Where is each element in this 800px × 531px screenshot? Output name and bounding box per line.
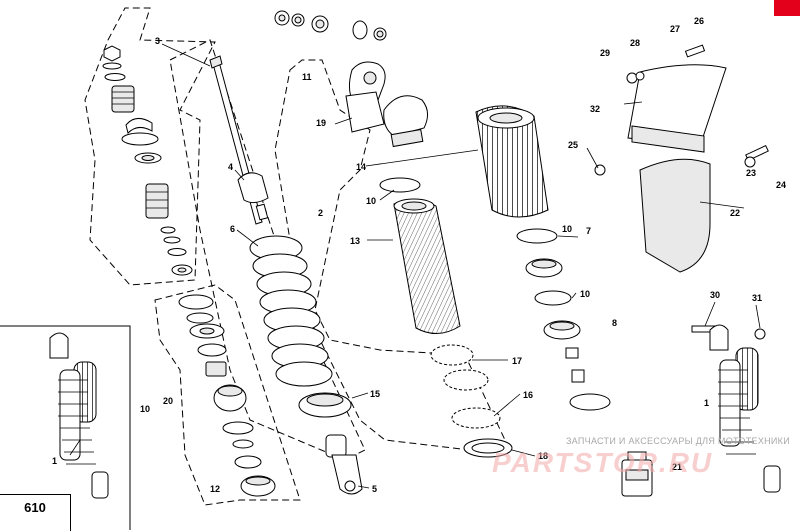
callout-8: 8: [612, 318, 617, 328]
callout-22: 22: [730, 208, 740, 218]
callout-23: 23: [746, 168, 756, 178]
callout-18: 18: [538, 451, 548, 461]
callout-31: 31: [752, 293, 762, 303]
part-17-preload-ring: [430, 344, 489, 391]
callout-21: 21: [672, 462, 682, 472]
part-32-mudguard-bracket: [627, 64, 727, 153]
thumbnail-frame: [0, 325, 131, 530]
callout-32: 32: [590, 104, 600, 114]
part-21-oil-bottle: [621, 451, 653, 497]
callout-10-left: 10: [140, 404, 150, 414]
part-7-seal-group: [516, 228, 563, 278]
part-8-valve-group: [534, 290, 611, 411]
callout-30: 30: [710, 290, 720, 300]
callout-19: 19: [316, 118, 326, 128]
callout-15: 15: [370, 389, 380, 399]
leader-lines: [69, 43, 761, 489]
callout-26: 26: [694, 16, 704, 26]
callout-2: 2: [318, 208, 323, 218]
callout-7: 7: [586, 226, 591, 236]
callout-16: 16: [523, 390, 533, 400]
brand-corner-mark: [774, 0, 800, 16]
callout-20: 20: [163, 396, 173, 406]
part-22-mud-flap: [639, 158, 711, 273]
callout-1-left: 1: [52, 456, 57, 466]
part-14-finned-reservoir: [475, 105, 549, 218]
part-6-coil-spring: [249, 235, 333, 387]
part-3-valve-stack: [102, 45, 193, 276]
part-4-shock-rod: [209, 55, 269, 225]
callout-1-right: 1: [704, 398, 709, 408]
callout-10-right-a: 10: [562, 224, 572, 234]
page-number-box: [0, 494, 71, 531]
callout-29: 29: [600, 48, 610, 58]
callout-6: 6: [230, 224, 235, 234]
callouts: 3 4 6 2 11 19 14 10 13 15 5 17 16 18 10 …: [52, 16, 786, 494]
part-13-damper-body: [379, 177, 461, 334]
callout-25: 25: [568, 140, 578, 150]
part-16-lock-ring: [451, 407, 501, 429]
assembly-outline-left: [84, 7, 301, 506]
callout-17: 17: [512, 356, 522, 366]
part-15-spring-seat: [298, 392, 352, 418]
callout-10-upper: 10: [366, 196, 376, 206]
callout-14: 14: [356, 162, 366, 172]
watermark-caption: ЗАПЧАСТИ И АКСЕССУАРЫ ДЛЯ МОТОТЕХНИКИ: [565, 436, 790, 446]
watermark-logo: PARTSTOR.RU: [492, 447, 713, 478]
part-12-seal-stack: [178, 294, 276, 497]
callout-10-right-b: 10: [580, 289, 590, 299]
part-1-assembly-thumb-left: [49, 332, 109, 499]
part-19-reservoir-head: [345, 61, 428, 148]
callout-11: 11: [302, 72, 312, 82]
callout-12: 12: [210, 484, 220, 494]
callout-13: 13: [350, 236, 360, 246]
callout-27: 27: [670, 24, 680, 34]
part-1-assembly-thumb-right: [709, 324, 781, 493]
part-11-bushings: [274, 10, 387, 41]
callout-24: 24: [776, 180, 786, 190]
callout-5: 5: [372, 484, 377, 494]
callout-28: 28: [630, 38, 640, 48]
part-18-washer: [463, 438, 513, 458]
callout-4: 4: [228, 162, 233, 172]
part-5-lower-eye: [325, 434, 363, 495]
page-number: 610: [24, 500, 46, 515]
callout-3: 3: [155, 36, 160, 46]
